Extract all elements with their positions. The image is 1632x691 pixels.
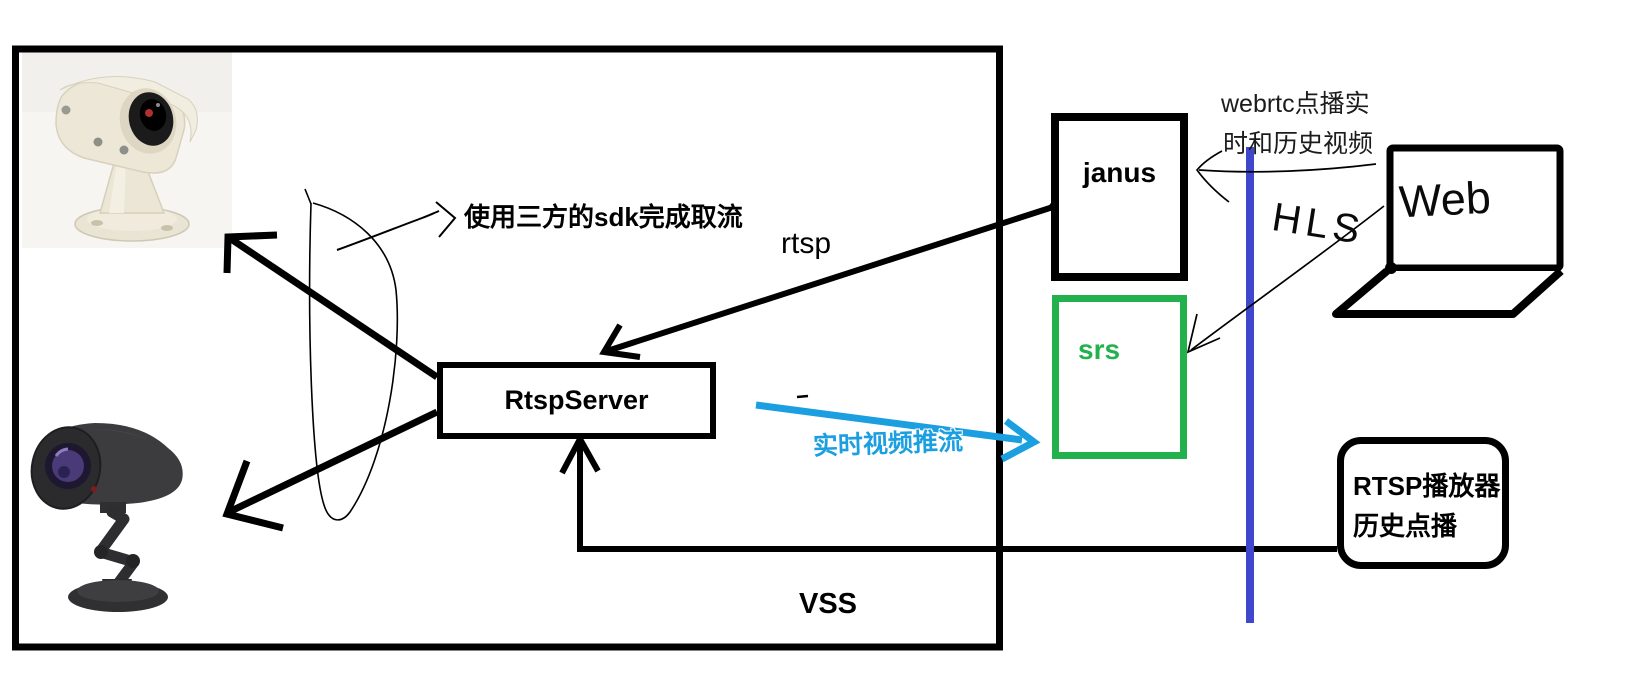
history-playback-line xyxy=(559,432,1337,552)
web-handwritten-label: Web xyxy=(1397,171,1492,228)
node-rtsp-player: RTSP播放器 历史点播 xyxy=(1337,437,1509,569)
handdrawn-oval xyxy=(304,188,399,521)
push-stream-label: 实时视频推流 xyxy=(812,427,964,461)
webrtc-note-line1: webrtc点播实 xyxy=(1221,90,1370,118)
sdk-callout-arrow xyxy=(336,201,457,251)
stray-mark xyxy=(796,394,809,399)
hls-arrow-to-srs xyxy=(1186,205,1385,354)
webrtc-note-line2: 时和历史视频 xyxy=(1223,130,1374,158)
janus-label: janus xyxy=(1082,157,1157,188)
rtsp-player-label-line1: RTSP播放器 xyxy=(1353,471,1501,501)
rtsp-player-label-line2: 历史点播 xyxy=(1353,511,1458,541)
push-stream-arrow xyxy=(755,401,1041,463)
arrow-to-camera-top xyxy=(223,231,439,380)
node-rtsp-server: RtspServer xyxy=(437,362,716,439)
sdk-note-label: 使用三方的sdk完成取流 xyxy=(464,202,743,232)
vss-container-border xyxy=(12,45,1003,651)
node-janus: janus xyxy=(1051,113,1188,281)
rtsp-server-label: RtspServer xyxy=(504,385,649,415)
webrtc-arrow-to-janus xyxy=(1195,150,1377,203)
vss-container-label: VSS xyxy=(799,588,858,620)
laptop-icon xyxy=(1332,144,1564,318)
node-srs: srs xyxy=(1052,295,1187,459)
rtsp-protocol-label: rtsp xyxy=(781,227,832,260)
bullet-camera-image xyxy=(22,52,232,248)
ptz-camera-image xyxy=(30,423,183,612)
arrow-to-camera-bottom xyxy=(222,408,439,532)
srs-label: srs xyxy=(1078,334,1121,365)
